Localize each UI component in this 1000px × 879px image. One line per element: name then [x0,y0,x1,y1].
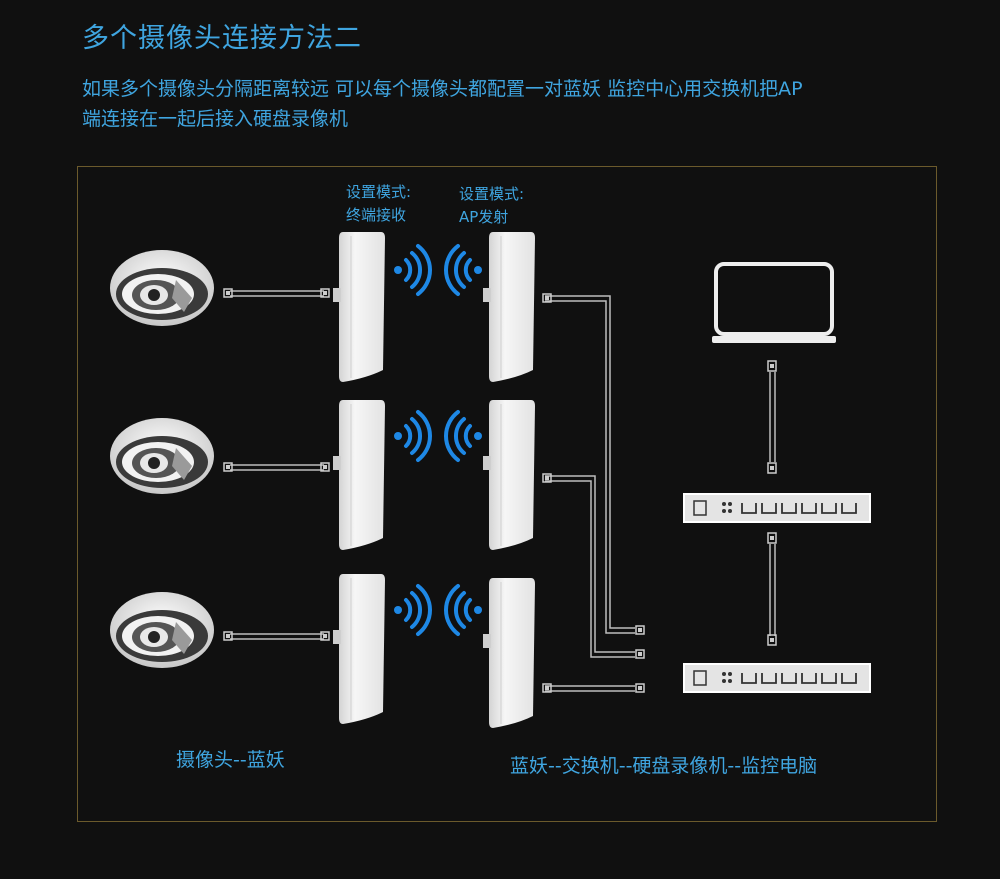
transmit-mode-line-1: 设置模式: [459,185,525,203]
vertical-cables [769,372,776,636]
description-line-1: 如果多个摄像头分隔距离较远 可以每个摄像头都配置一对蓝妖 监控中心用交换机把AP [82,78,803,100]
cpe-device-icon [482,399,536,551]
ethernet-connector-icon [635,683,645,693]
dome-camera-icon [110,418,214,494]
wifi-signal-icon [444,244,484,296]
ethernet-connector-icon [635,625,645,635]
caption-camera-cpe: 摄像头--蓝妖 [176,749,285,771]
description: 如果多个摄像头分隔距离较远 可以每个摄像头都配置一对蓝妖 监控中心用交换机把AP… [82,74,962,134]
cpe-device-icon [332,399,386,551]
cpe-device-icon [332,573,386,725]
description-line-2: 端连接在一起后接入硬盘录像机 [82,108,349,130]
transmit-mode-line-2: AP发射 [459,208,509,226]
switch-icon [683,493,871,523]
wifi-signal-icon [392,244,432,296]
ethernet-connector-icon [767,634,777,646]
ethernet-connector-icon [767,360,777,372]
ap-cables [545,295,635,692]
caption-network-chain: 蓝妖--交换机--硬盘录像机--监控电脑 [510,755,818,777]
receive-mode-line-2: 终端接收 [346,206,407,224]
ethernet-connector-icon [635,649,645,659]
cpe-device-icon [482,231,536,383]
dome-camera-icon [110,250,214,326]
receive-mode-line-1: 设置模式: [346,183,412,201]
cpe-device-icon [482,577,536,729]
ethernet-connector-icon [767,462,777,474]
transmit-mode-label: 设置模式: AP发射 [459,183,524,229]
cpe-device-icon [332,231,386,383]
page-title: 多个摄像头连接方法二 [82,23,362,54]
ethernet-connector-icon [767,532,777,544]
wifi-signal-icon [392,584,432,636]
wifi-signal-icon [444,584,484,636]
wifi-signal-icon [444,410,484,462]
nvr-icon [683,663,871,693]
camera-cables [230,290,324,640]
wifi-signal-icon [392,410,432,462]
dome-camera-icon [110,592,214,668]
receive-mode-label: 设置模式: 终端接收 [346,181,411,227]
diagram-frame [77,166,937,822]
laptop-icon [712,262,836,343]
